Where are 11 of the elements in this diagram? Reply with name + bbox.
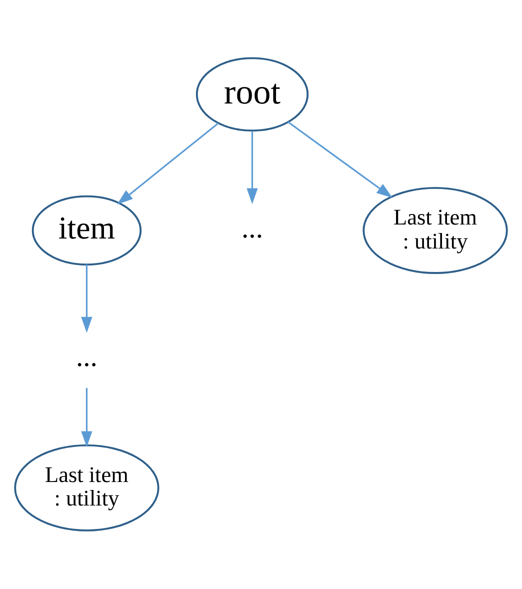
node-ellipse: item	[32, 195, 142, 266]
node-text: ...	[242, 212, 263, 244]
arrow	[288, 121, 392, 198]
arrow	[81, 264, 92, 333]
arrow	[117, 122, 219, 205]
arrow	[81, 388, 92, 448]
node-ellipse: root	[196, 57, 309, 132]
arrow	[246, 130, 258, 204]
node-ellipse: Last item : utility	[362, 186, 508, 274]
node-ellipse: Last item : utility	[14, 444, 160, 532]
node-text: ...	[76, 341, 98, 374]
